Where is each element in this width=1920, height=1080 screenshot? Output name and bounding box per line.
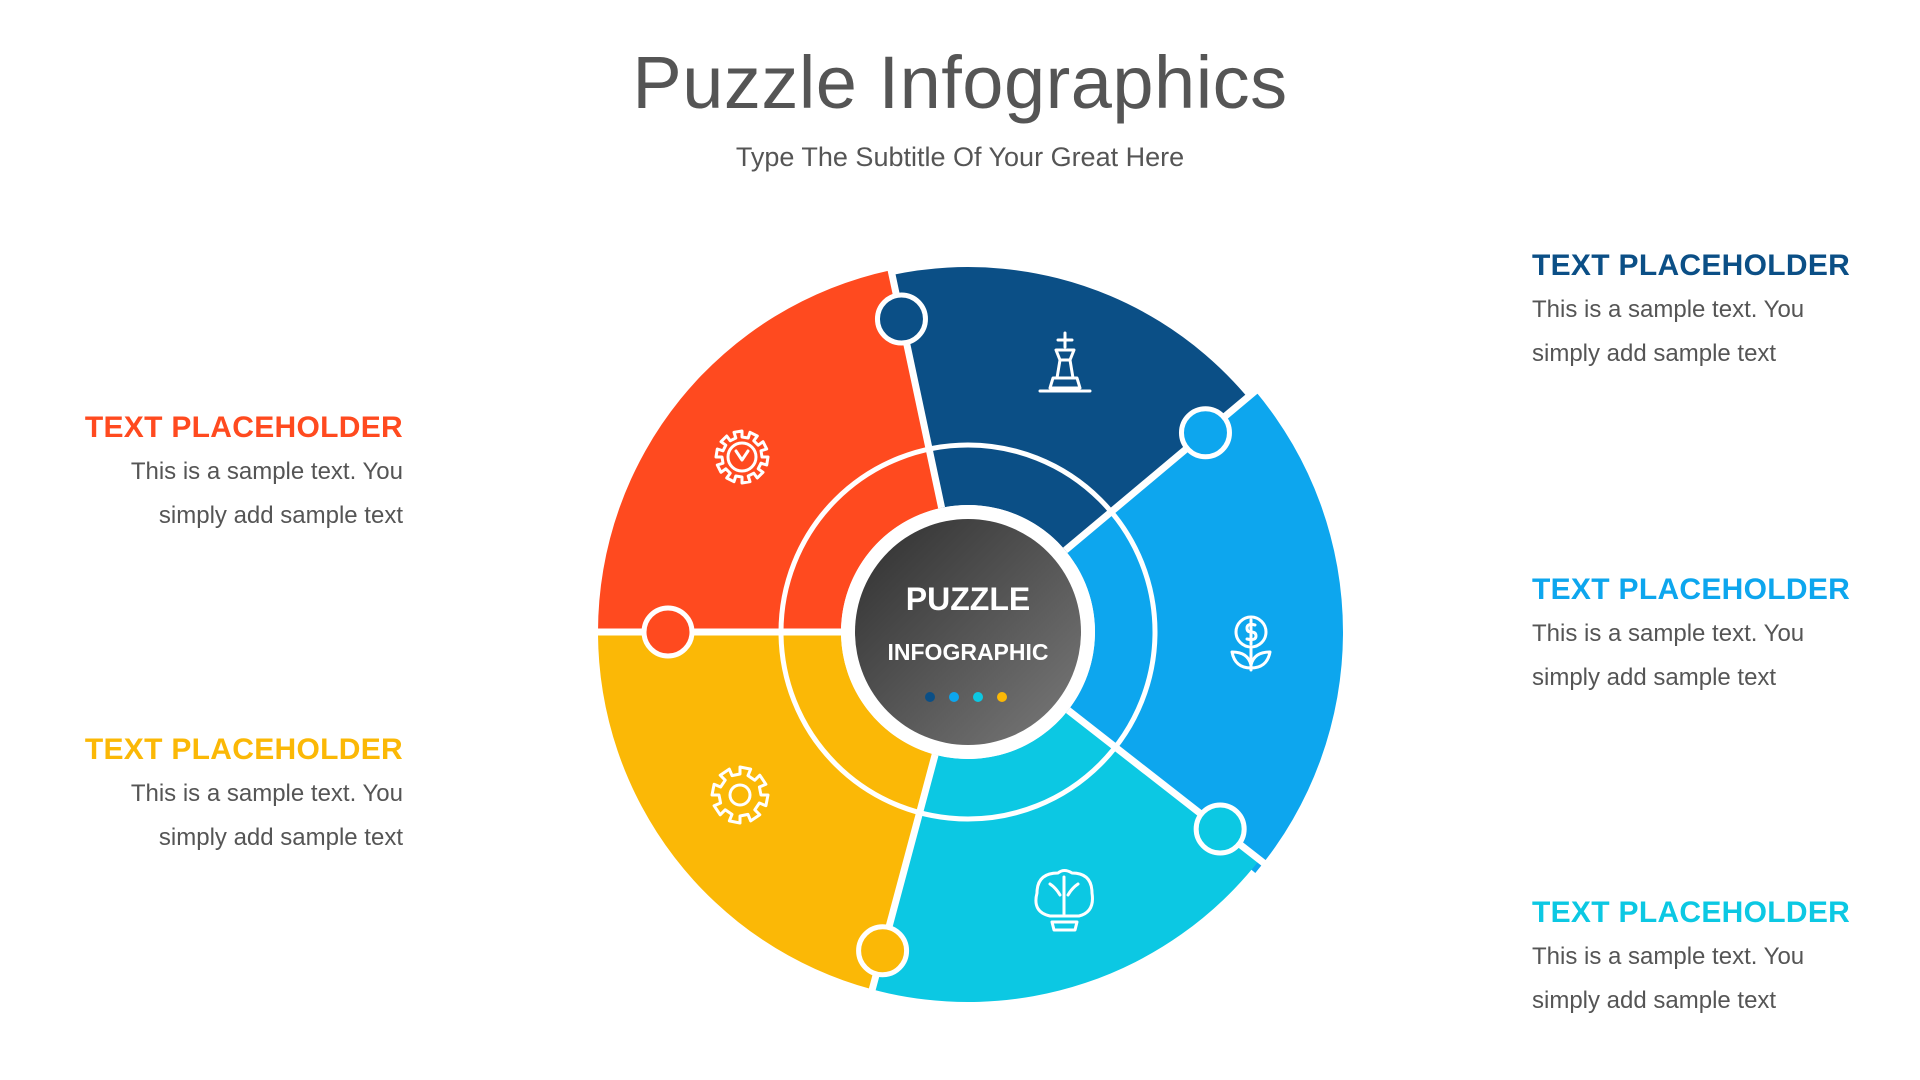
brain-bulb-icon xyxy=(1034,869,1094,932)
puzzle-piece-yellow xyxy=(597,632,936,990)
puzzle-knob xyxy=(874,292,928,346)
puzzle-piece-orange xyxy=(598,270,942,632)
gear-icon xyxy=(710,765,770,825)
gear-wrench-icon xyxy=(714,429,770,485)
puzzle-knob xyxy=(1193,802,1247,856)
text-block-body: This is a sample text. You simply add sa… xyxy=(63,450,403,538)
text-block-heading: TEXT PLACEHOLDER xyxy=(84,411,403,444)
piece-divider xyxy=(1065,707,1286,882)
puzzle-piece-blue xyxy=(1065,391,1343,873)
puzzle-knob xyxy=(641,605,695,659)
piece-divider xyxy=(881,240,946,509)
text-block-line: simply add sample text xyxy=(158,502,403,529)
text-block-line: This is a sample text. You xyxy=(130,780,403,807)
text-block-line: This is a sample text. You xyxy=(1532,620,1805,647)
chess-king-icon xyxy=(1038,331,1092,393)
text-block-line: simply add sample text xyxy=(1532,664,1777,691)
slide-title: Puzzle Infographics xyxy=(632,41,1288,124)
text-block-line: This is a sample text. You xyxy=(1532,296,1805,323)
text-block-line: simply add sample text xyxy=(1532,987,1777,1014)
text-block-right-top: TEXT PLACEHOLDER This is a sample text. … xyxy=(1532,248,1872,376)
center-dot xyxy=(973,692,983,702)
puzzle-piece-cyan xyxy=(872,710,1260,1003)
text-block-line: This is a sample text. You xyxy=(1532,943,1805,970)
text-block-right-middle: TEXT PLACEHOLDER This is a sample text. … xyxy=(1532,572,1872,700)
text-block-heading: TEXT PLACEHOLDER xyxy=(1532,573,1851,606)
money-plant-icon xyxy=(1230,615,1272,672)
text-block-line: simply add sample text xyxy=(1532,340,1777,367)
text-block-heading: TEXT PLACEHOLDER xyxy=(84,733,403,766)
text-block-line: simply add sample text xyxy=(158,824,403,851)
text-block-body: This is a sample text. You simply add sa… xyxy=(1532,935,1872,1023)
text-block-heading: TEXT PLACEHOLDER xyxy=(1532,249,1851,282)
text-block-line: This is a sample text. You xyxy=(130,458,403,485)
puzzle-knob xyxy=(856,924,910,978)
text-block-right-bottom: TEXT PLACEHOLDER This is a sample text. … xyxy=(1532,895,1872,1023)
piece-divider xyxy=(1063,372,1277,554)
text-block-left-bottom: TEXT PLACEHOLDER This is a sample text. … xyxy=(63,732,403,860)
puzzle-knob xyxy=(1178,406,1232,460)
center-title: PUZZLE xyxy=(906,581,1030,617)
text-block-heading: TEXT PLACEHOLDER xyxy=(1532,896,1851,929)
center-dot xyxy=(997,692,1007,702)
text-block-body: This is a sample text. You simply add sa… xyxy=(63,772,403,860)
text-block-left-top: TEXT PLACEHOLDER This is a sample text. … xyxy=(63,410,403,538)
center-dot xyxy=(925,692,935,702)
center-dot xyxy=(949,692,959,702)
slide-subtitle: Type The Subtitle Of Your Great Here xyxy=(735,142,1185,172)
center-subtitle: INFOGRAPHIC xyxy=(888,639,1049,665)
text-block-body: This is a sample text. You simply add sa… xyxy=(1532,288,1872,376)
center-circle xyxy=(855,519,1081,745)
text-block-body: This is a sample text. You simply add sa… xyxy=(1532,612,1872,700)
